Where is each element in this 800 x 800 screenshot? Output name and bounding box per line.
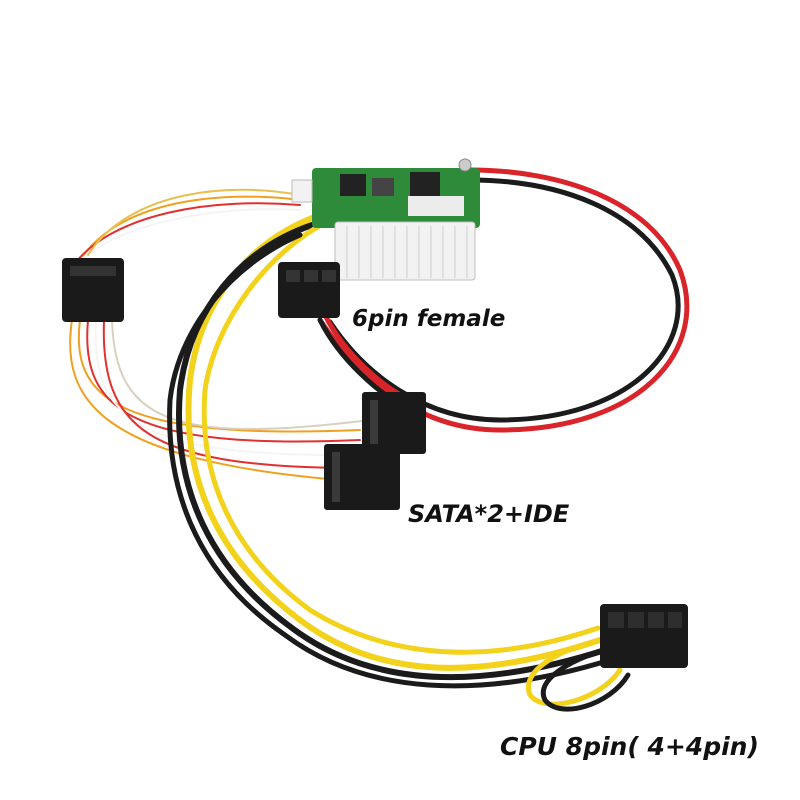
cpu-8pin-connector — [600, 604, 688, 668]
sata-ide-label: SATA*2+IDE — [408, 500, 570, 528]
six-pin-label: 6pin female — [352, 306, 506, 332]
six-pin-connector — [278, 262, 340, 318]
psu-board — [291, 158, 480, 228]
sata-connector-1 — [362, 392, 426, 454]
molex-connector — [62, 258, 124, 322]
thin-wire-bundle — [61, 188, 371, 481]
cpu-8pin-label: CPU 8pin( 4+4pin) — [500, 732, 759, 761]
yellow-black-run — [167, 212, 631, 712]
sata-connector-2 — [324, 444, 400, 510]
atx-24pin-connector — [334, 221, 476, 281]
